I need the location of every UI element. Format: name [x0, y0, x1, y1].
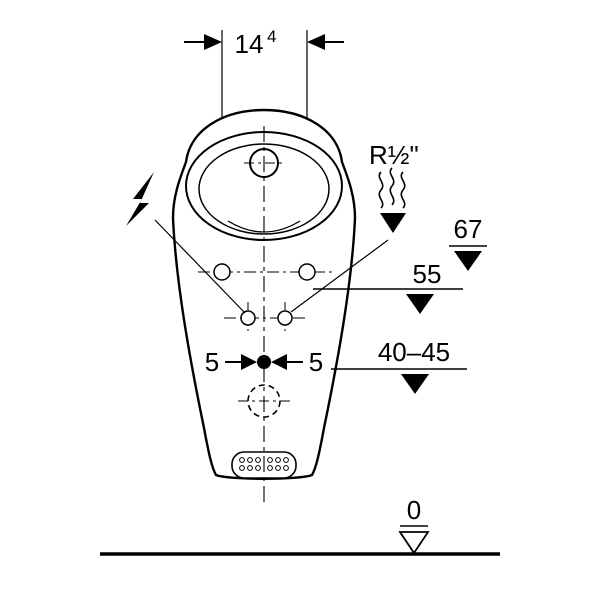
arrow-right-icon [241, 354, 257, 370]
level-40-45: 40–45 [331, 337, 467, 394]
arrow-left-icon [307, 34, 325, 50]
level-0-triangle-icon [398, 531, 430, 555]
lower-fixings [224, 302, 308, 334]
dim-55-label: 55 [413, 259, 442, 289]
lightning-icon [126, 172, 154, 226]
level-67-triangle-icon [454, 251, 482, 271]
floor-level: 0 [100, 495, 500, 556]
dim-40-45-label: 40–45 [378, 337, 450, 367]
dim-0-label: 0 [407, 495, 421, 525]
fixing-point-dot [257, 355, 271, 369]
water-connection-label: R½" [369, 140, 419, 170]
upper-fixings [198, 263, 332, 281]
water-connection: R½" [369, 140, 419, 233]
fixing-crosshair-lower-right [277, 310, 293, 326]
arrow-right-icon [204, 34, 222, 50]
fixing-crosshair-upper-left [213, 263, 231, 281]
top-width-label: 14 [235, 29, 264, 59]
arrow-left-icon [271, 354, 287, 370]
water-level-triangle-icon [380, 213, 406, 233]
offset-dimension: 5 5 [205, 347, 323, 377]
outlet [238, 384, 290, 418]
steam-icon [378, 167, 406, 209]
offset-left-label: 5 [205, 347, 219, 377]
water-leader-line [290, 239, 389, 313]
offset-right-label: 5 [309, 347, 323, 377]
electrical-leader-line [154, 219, 246, 314]
urinal-body [171, 108, 357, 480]
fixing-crosshair-lower-left [240, 310, 256, 326]
level-55: 55 [313, 259, 463, 314]
dim-67-label: 67 [454, 214, 483, 244]
level-67: 67 [449, 214, 487, 271]
drain-holes [239, 457, 289, 471]
fixing-crosshair-upper-right [298, 263, 316, 281]
bowl-inner [198, 143, 330, 235]
level-55-triangle-icon [406, 294, 434, 314]
level-40-45-triangle-icon [401, 374, 429, 394]
top-width-superscript: 4 [267, 27, 276, 46]
